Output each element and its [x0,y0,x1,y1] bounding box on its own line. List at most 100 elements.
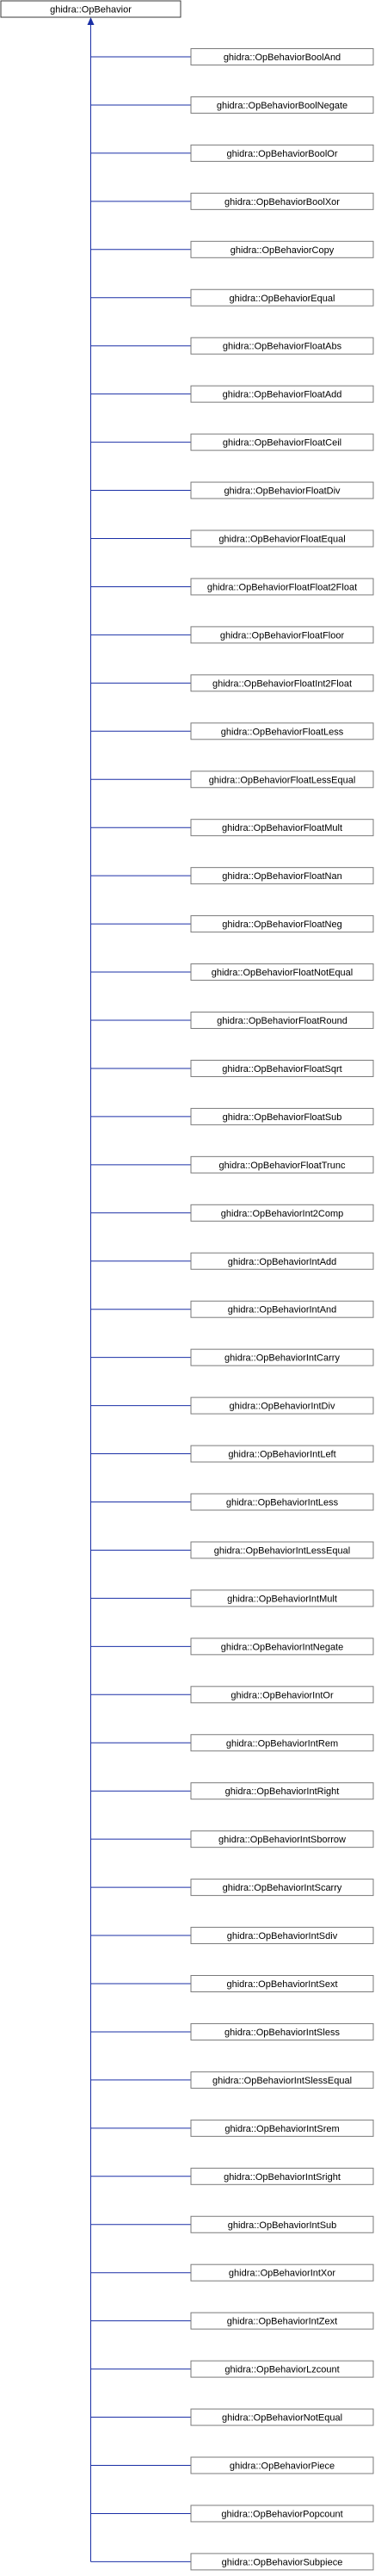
derived-class-node[interactable]: ghidra::OpBehaviorBoolAnd [190,48,374,65]
derived-class-box [190,1879,374,1897]
base-class-node[interactable]: ghidra::OpBehavior [0,0,181,18]
derived-class-box [190,2456,374,2474]
derived-class-label: ghidra::OpBehaviorFloatFloor [220,630,345,641]
derived-class-label: ghidra::OpBehaviorPopcount [221,2509,342,2519]
derived-class-box [190,1348,374,1366]
derived-class-node[interactable]: ghidra::OpBehaviorNotEqual [190,2408,374,2426]
derived-class-box [190,1204,374,1222]
derived-class-node[interactable]: ghidra::OpBehaviorInt2Comp [190,1204,374,1222]
derived-class-label: ghidra::OpBehaviorIntSless [224,2028,340,2038]
derived-class-label: ghidra::OpBehaviorBoolNegate [217,101,347,111]
derived-class-node[interactable]: ghidra::OpBehaviorIntSdiv [190,1927,374,1945]
derived-class-box [190,626,374,644]
derived-class-node[interactable]: ghidra::OpBehaviorIntLeft [190,1445,374,1463]
derived-class-node[interactable]: ghidra::OpBehaviorFloatCeil [190,433,374,451]
derived-class-node[interactable]: ghidra::OpBehaviorFloatSub [190,1107,374,1125]
derived-class-node[interactable]: ghidra::OpBehaviorIntNegate [190,1638,374,1656]
derived-class-label: ghidra::OpBehaviorFloatLessEqual [209,775,356,785]
derived-class-label: ghidra::OpBehaviorIntSext [226,1979,337,1990]
derived-class-label: ghidra::OpBehaviorFloatFloat2Float [207,582,357,592]
derived-class-node[interactable]: ghidra::OpBehaviorEqual [190,288,374,307]
derived-class-node[interactable]: ghidra::OpBehaviorFloatNan [190,867,374,885]
derived-class-node[interactable]: ghidra::OpBehaviorFloatLess [190,722,374,740]
derived-class-node[interactable]: ghidra::OpBehaviorIntSub [190,2215,374,2233]
derived-class-box [190,1107,374,1125]
derived-class-node[interactable]: ghidra::OpBehaviorIntDiv [190,1396,374,1415]
derived-class-node[interactable]: ghidra::OpBehaviorFloatEqual [190,529,374,548]
derived-class-box [190,2505,374,2523]
derived-class-node[interactable]: ghidra::OpBehaviorFloatRound [190,1012,374,1029]
derived-class-box [190,48,374,65]
derived-class-node[interactable]: ghidra::OpBehaviorBoolXor [190,192,374,210]
derived-class-node[interactable]: ghidra::OpBehaviorIntMult [190,1589,374,1607]
derived-class-node[interactable]: ghidra::OpBehaviorIntLess [190,1493,374,1511]
derived-class-label: ghidra::OpBehaviorNotEqual [222,2413,342,2424]
derived-class-box [190,1782,374,1800]
derived-class-node[interactable]: ghidra::OpBehaviorFloatFloat2Float [190,578,374,596]
derived-class-node[interactable]: ghidra::OpBehaviorSubpiece [190,2553,374,2571]
derived-class-label: ghidra::OpBehaviorIntDiv [230,1402,335,1412]
derived-class-node[interactable]: ghidra::OpBehaviorIntXor [190,2263,374,2282]
derived-class-label: ghidra::OpBehaviorFloatRound [217,1016,347,1026]
derived-class-node[interactable]: ghidra::OpBehaviorIntSborrow [190,1830,374,1848]
derived-class-node[interactable]: ghidra::OpBehaviorIntSright [190,2167,374,2185]
derived-class-node[interactable]: ghidra::OpBehaviorLzcount [190,2360,374,2378]
derived-class-box [190,1155,374,1173]
derived-class-label: ghidra::OpBehaviorIntMult [227,1594,337,1604]
derived-class-box [190,433,374,451]
derived-class-node[interactable]: ghidra::OpBehaviorBoolOr [190,144,374,162]
derived-class-node[interactable]: ghidra::OpBehaviorPiece [190,2456,374,2474]
derived-class-label: ghidra::OpBehaviorIntAdd [228,1257,337,1267]
derived-class-node[interactable]: ghidra::OpBehaviorFloatLessEqual [190,771,374,789]
derived-class-label: ghidra::OpBehaviorIntSlessEqual [212,2076,352,2086]
derived-class-label: ghidra::OpBehaviorFloatSub [223,1112,342,1123]
derived-class-node[interactable]: ghidra::OpBehaviorFloatFloor [190,626,374,644]
derived-class-node[interactable]: ghidra::OpBehaviorIntRight [190,1782,374,1800]
derived-class-label: ghidra::OpBehaviorIntLeft [228,1450,335,1460]
derived-class-box [190,674,374,692]
derived-class-node[interactable]: ghidra::OpBehaviorBoolNegate [190,96,374,114]
derived-class-node[interactable]: ghidra::OpBehaviorFloatMult [190,819,374,837]
derived-class-box [190,2215,374,2233]
derived-class-nodes: ghidra::OpBehaviorBoolAndghidra::OpBehav… [190,48,374,2571]
derived-class-label: ghidra::OpBehaviorIntNegate [221,1642,343,1652]
inheritance-arrowhead [87,17,95,25]
derived-class-node[interactable]: ghidra::OpBehaviorFloatDiv [190,481,374,499]
derived-class-label: ghidra::OpBehaviorBoolOr [226,149,337,159]
derived-class-box [190,192,374,210]
derived-class-label: ghidra::OpBehaviorFloatDiv [224,486,341,497]
derived-class-label: ghidra::OpBehaviorSubpiece [222,2557,343,2567]
derived-class-label: ghidra::OpBehaviorFloatSqrt [222,1064,341,1074]
derived-class-node[interactable]: ghidra::OpBehaviorIntSlessEqual [190,2071,374,2089]
derived-class-node[interactable]: ghidra::OpBehaviorFloatAdd [190,385,374,403]
derived-class-node[interactable]: ghidra::OpBehaviorIntAdd [190,1252,374,1270]
derived-class-box [190,1300,374,1318]
derived-class-node[interactable]: ghidra::OpBehaviorIntSless [190,2022,374,2040]
derived-class-node[interactable]: ghidra::OpBehaviorFloatNotEqual [190,963,374,981]
derived-class-label: ghidra::OpBehaviorIntRem [226,1738,338,1749]
derived-class-node[interactable]: ghidra::OpBehaviorIntLessEqual [190,1541,374,1559]
derived-class-node[interactable]: ghidra::OpBehaviorIntSrem [190,2119,374,2137]
derived-class-node[interactable]: ghidra::OpBehaviorFloatNeg [190,915,374,933]
derived-class-label: ghidra::OpBehaviorIntXor [229,2269,335,2279]
derived-class-label: ghidra::OpBehaviorIntLess [226,1498,339,1508]
derived-class-node[interactable]: ghidra::OpBehaviorIntCarry [190,1348,374,1366]
derived-class-node[interactable]: ghidra::OpBehaviorIntRem [190,1734,374,1752]
derived-class-node[interactable]: ghidra::OpBehaviorFloatAbs [190,337,374,355]
derived-class-box [190,1686,374,1704]
derived-class-label: ghidra::OpBehaviorLzcount [224,2365,339,2375]
derived-class-box [190,529,374,548]
derived-class-node[interactable]: ghidra::OpBehaviorIntOr [190,1686,374,1704]
derived-class-node[interactable]: ghidra::OpBehaviorIntZext [190,2312,374,2330]
derived-class-node[interactable]: ghidra::OpBehaviorCopy [190,240,374,258]
derived-class-box [190,1975,374,1992]
derived-class-node[interactable]: ghidra::OpBehaviorPopcount [190,2505,374,2523]
derived-class-node[interactable]: ghidra::OpBehaviorFloatInt2Float [190,674,374,692]
derived-class-node[interactable]: ghidra::OpBehaviorIntAnd [190,1300,374,1318]
derived-class-label: ghidra::OpBehaviorIntSdiv [227,1931,338,1941]
derived-class-box [190,144,374,162]
derived-class-node[interactable]: ghidra::OpBehaviorFloatTrunc [190,1155,374,1173]
derived-class-node[interactable]: ghidra::OpBehaviorIntSext [190,1975,374,1992]
derived-class-node[interactable]: ghidra::OpBehaviorFloatSqrt [190,1059,374,1077]
derived-class-node[interactable]: ghidra::OpBehaviorIntScarry [190,1879,374,1897]
